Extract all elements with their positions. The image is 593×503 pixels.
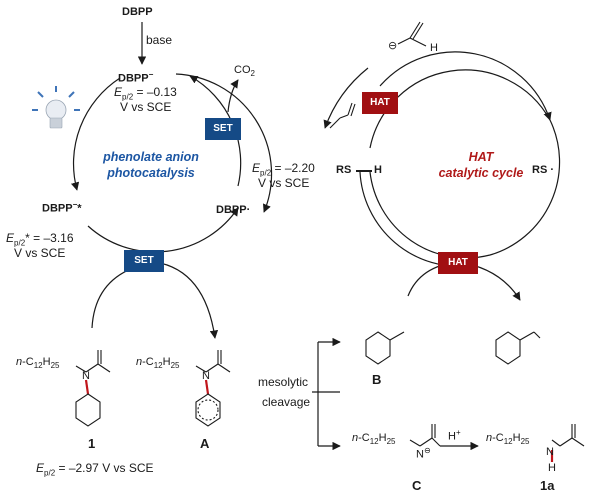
compound-1a-nh-h: H: [548, 462, 556, 474]
dbpp-anion-label: DBPP−: [118, 70, 154, 85]
rs-h-h: H: [374, 164, 382, 176]
compound-1-label: 1: [88, 436, 96, 451]
lightbulb-icon: [32, 86, 80, 129]
right-cycle-title: HAT catalytic cycle: [438, 150, 524, 180]
ep-excited-unit: V vs SCE: [14, 246, 66, 260]
right-cycle: [369, 69, 561, 259]
co2-label: CO2: [234, 64, 255, 79]
compound-C-label: C: [412, 478, 422, 493]
compound-A-alkyl: n-C12H25: [136, 356, 180, 371]
set-arrow-out: [154, 261, 219, 339]
toluene-structure: [495, 331, 541, 365]
set-tag-lower: SET: [124, 250, 164, 272]
hat-tag-upper: HAT: [362, 92, 398, 114]
ep-formate-value: Ep/2 = –2.20: [252, 161, 315, 178]
hat-tag-lower: HAT: [438, 252, 478, 274]
ep-excited-value: Ep/2* = –3.16: [6, 231, 74, 248]
formate-structure: [397, 21, 427, 47]
rs-h-rs: RS: [336, 164, 352, 176]
formate-radical-structure: [329, 102, 356, 129]
left-cycle-arc-left: [70, 77, 121, 191]
compound-C-alkyl: n-C12H25: [352, 432, 396, 447]
co2-arrow: [227, 79, 239, 113]
compound-1-nitrogen: N: [82, 370, 90, 382]
ep-formate-unit: V vs SCE: [258, 176, 310, 190]
dbpp-excited-label: DBPP−*: [42, 200, 82, 215]
compound-A-nitrogen: N: [202, 370, 210, 382]
base-label: base: [146, 33, 173, 47]
proton-label: H+: [448, 428, 461, 443]
compound-1a-nitrogen: N: [546, 446, 554, 458]
compound-B-label: B: [372, 372, 382, 387]
compound-1a-label: 1a: [540, 478, 555, 493]
formate-h-label: H: [430, 42, 438, 54]
mesolytic-label: mesolytic: [258, 375, 309, 389]
formate-o-minus: ⊖: [388, 40, 398, 52]
formate-arrow: [323, 67, 369, 129]
ep-anion-unit: V vs SCE: [120, 100, 172, 114]
set-tag-upper: SET: [205, 118, 241, 140]
rs-radical-label: RS ·: [532, 164, 555, 176]
ep-anion-value: Ep/2 = –0.13: [114, 85, 177, 102]
compound-1a-structure: [550, 424, 585, 462]
compound-C-structure: [409, 424, 441, 447]
dbpp-radical-label: DBPP·: [216, 204, 251, 216]
cleavage-label: cleavage: [262, 395, 311, 409]
compound-B-structure: [365, 331, 405, 365]
ep-compound-1: Ep/2 = –2.97 V vs SCE: [36, 461, 154, 478]
compound-A-structure: [195, 350, 231, 427]
compound-1a-alkyl: n-C12H25: [486, 432, 530, 447]
compound-A-label: A: [200, 436, 210, 451]
compound-1-alkyl: n-C12H25: [16, 356, 60, 371]
compound-C-nitrogen: N⊖: [416, 446, 431, 461]
right-cycle-arrow-top: [379, 51, 552, 121]
left-cycle-arc-top-right: [175, 73, 273, 213]
dbpp-label-top: DBPP: [122, 6, 153, 18]
compound-1-structure: [75, 350, 111, 427]
left-cycle-arc-bottom: [87, 207, 239, 253]
left-cycle-title: phenolate anion photocatalysis: [103, 150, 199, 180]
